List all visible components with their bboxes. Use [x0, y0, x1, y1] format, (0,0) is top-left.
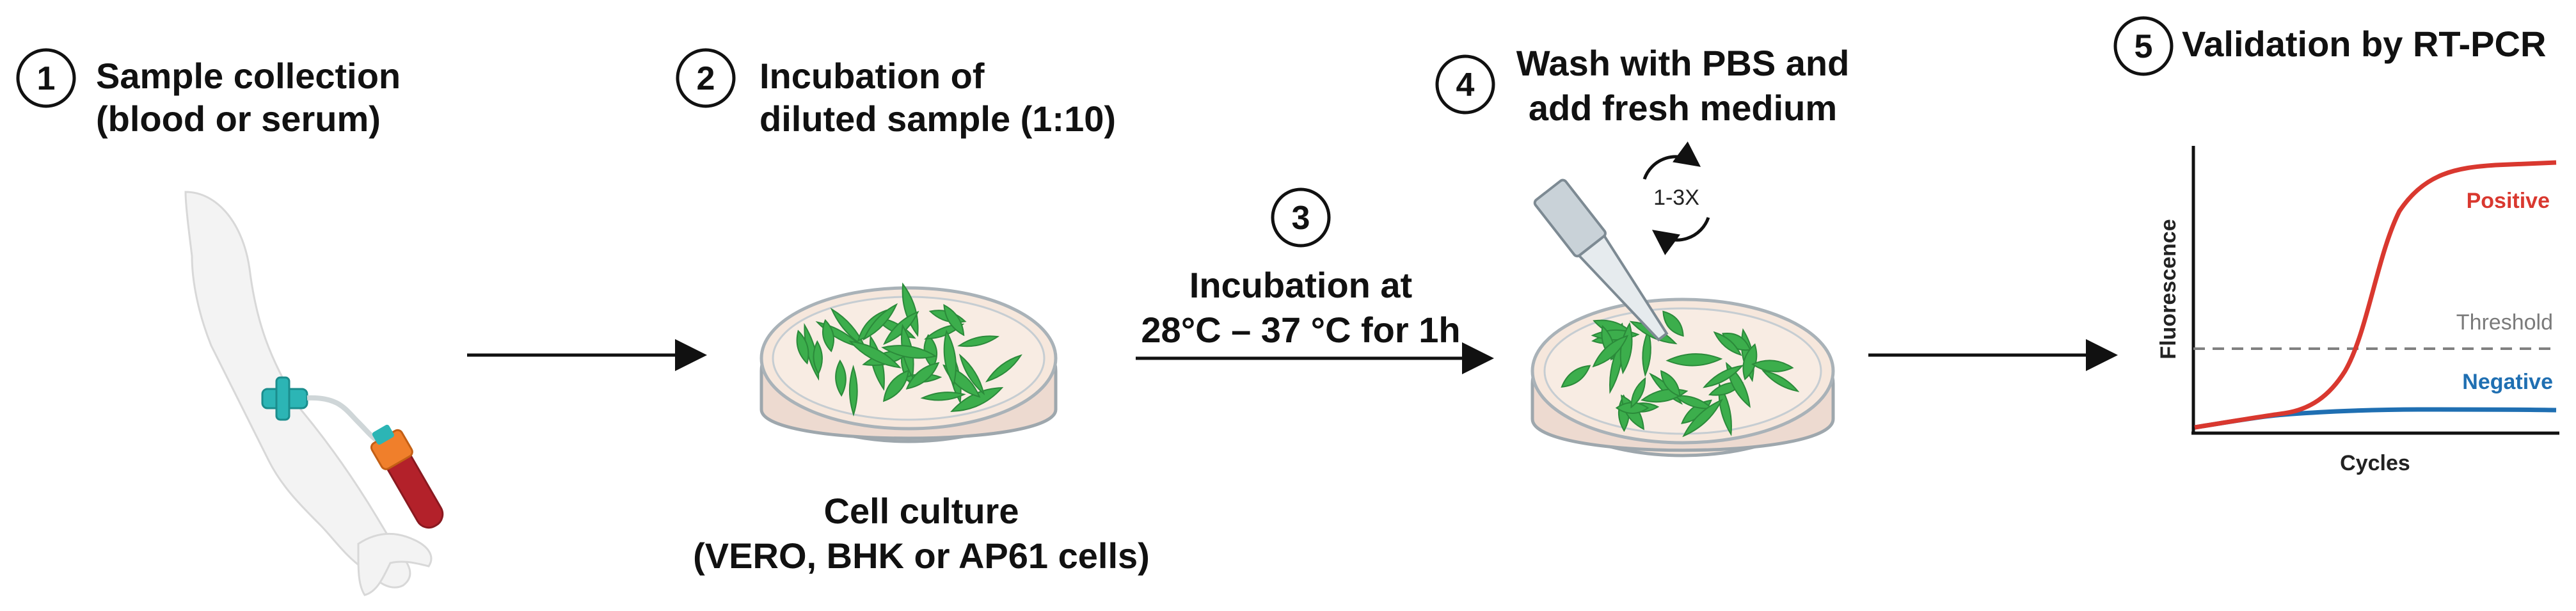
- step-5-title: Validation by RT-PCR: [2182, 24, 2546, 64]
- repeat-cycle-icon: 1-3X: [1642, 141, 1710, 255]
- y-axis-label: Fluorescence: [2156, 219, 2181, 359]
- cell-shape: [943, 329, 957, 387]
- cell-shape: [1630, 377, 1646, 409]
- cell-shape: [905, 361, 940, 390]
- cell-shape: [822, 319, 835, 353]
- step-1-title: Sample collection: [96, 56, 401, 96]
- cell-shape: [1561, 365, 1591, 388]
- step-5: 5 Validation by RT-PCR: [2113, 16, 2546, 76]
- step-2-number: 2: [697, 60, 715, 97]
- step-3-number-circle: [1271, 187, 1331, 248]
- arm-blood-draw-illustration: [184, 191, 444, 596]
- cell-shape: [882, 369, 910, 402]
- step-4-number-circle: [1435, 54, 1495, 115]
- cell-shape: [1718, 382, 1732, 436]
- cell-shape: [881, 345, 937, 359]
- step-3-title: Incubation at: [1189, 265, 1412, 305]
- cell-shape: [985, 354, 1022, 383]
- petri-dish-washed-icon: [1530, 298, 1835, 457]
- rt-pcr-chart: Fluorescence Cycles Threshold Negative P…: [2156, 146, 2559, 475]
- step-3-subtitle: 28°C – 37 °C for 1h: [1141, 310, 1460, 350]
- cell-shape: [957, 335, 1000, 347]
- step-2-title: Incubation of: [759, 56, 985, 96]
- cell-shape: [1660, 370, 1681, 397]
- cell-shape: [863, 303, 898, 341]
- hand-shape: [357, 532, 433, 596]
- step-4: 4 Wash with PBS and add fresh medium: [1435, 43, 1850, 128]
- cell-shape: [943, 304, 965, 337]
- step-5-number: 5: [2135, 28, 2153, 65]
- cell-shape: [1751, 360, 1794, 372]
- step-1-number-circle: [16, 48, 76, 108]
- threshold-label: Threshold: [2456, 310, 2553, 335]
- cell-shape: [848, 340, 902, 369]
- cell-shape: [1662, 310, 1684, 337]
- cell-shape: [958, 353, 985, 395]
- cell-culture-label: Cell culture: [824, 491, 1019, 531]
- cell-shape: [1682, 399, 1723, 438]
- cell-shape: [1703, 365, 1744, 388]
- step-5-number-circle: [2113, 16, 2174, 76]
- step-3-number: 3: [1292, 200, 1310, 237]
- step-2: 2 Incubation of diluted sample (1:10): [676, 48, 1116, 139]
- step-3: 3 Incubation at 28°C – 37 °C for 1h: [1141, 187, 1461, 350]
- blood-collection-tube-icon: [370, 424, 444, 529]
- cell-shape: [1592, 335, 1629, 368]
- cell-shape: [1642, 328, 1651, 377]
- cell-lines-label: (VERO, BHK or AP61 cells): [693, 536, 1150, 576]
- cell-shape: [1666, 353, 1723, 367]
- cell-shape: [848, 365, 858, 417]
- cell-shape: [1649, 372, 1683, 405]
- cell-shape: [1761, 370, 1800, 392]
- cell-cluster: [1561, 310, 1800, 438]
- x-axis-label: Cycles: [2340, 451, 2410, 475]
- cell-shape: [835, 359, 847, 397]
- cell-shape: [1615, 402, 1650, 414]
- step-4-title: Wash with PBS and: [1516, 43, 1850, 83]
- pipette-icon: [1533, 179, 1669, 342]
- positive-series-line: [2194, 160, 2557, 430]
- cell-shape: [1713, 331, 1742, 356]
- step-1-number: 1: [37, 60, 56, 97]
- step-2-number-circle: [676, 48, 736, 108]
- step-1: 1 Sample collection (blood or serum): [16, 48, 401, 139]
- cell-shape: [1742, 343, 1758, 381]
- cell-shape: [902, 282, 919, 337]
- cell-shape: [813, 340, 823, 376]
- step-4-subtitle: add fresh medium: [1529, 88, 1837, 128]
- cell-shape: [920, 392, 966, 401]
- petri-dish-cell-culture-icon: [759, 282, 1058, 443]
- negative-series-label: Negative: [2462, 370, 2553, 394]
- step-1-subtitle: (blood or serum): [96, 99, 381, 139]
- step-2-subtitle: diluted sample (1:10): [759, 99, 1116, 139]
- positive-series-label: Positive: [2467, 189, 2550, 213]
- step-4-number: 4: [1456, 67, 1475, 104]
- cell-shape: [883, 310, 919, 345]
- repeat-count-label: 1-3X: [1653, 186, 1699, 210]
- cell-cluster: [796, 282, 1022, 417]
- cell-shape: [950, 387, 1004, 412]
- cell-shape: [796, 329, 809, 365]
